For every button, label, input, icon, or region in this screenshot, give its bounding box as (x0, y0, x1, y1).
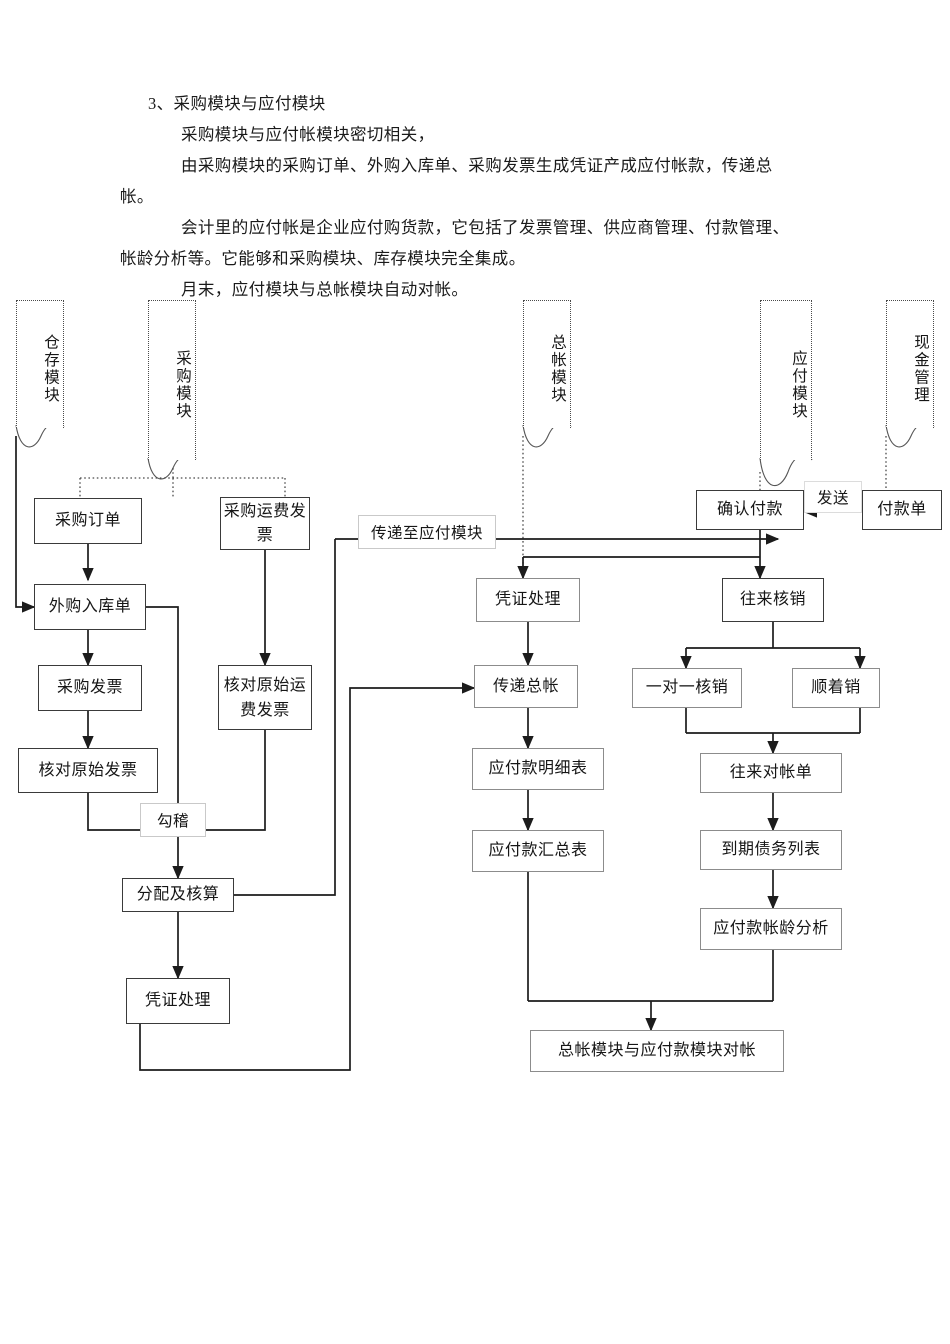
node-freight-invoice[interactable]: 采购运费发票 (220, 497, 310, 550)
node-check-orig-freight[interactable]: 核对原始运费发票 (218, 665, 312, 730)
edge-label-transfer-ap: 传递至应付模块 (358, 515, 496, 549)
lane-header-ledger: 总帐模块 (523, 300, 571, 428)
paragraph-1: 采购模块与应付帐模块密切相关， (181, 125, 435, 144)
node-payable-detail[interactable]: 应付款明细表 (472, 748, 604, 790)
node-aging-analysis[interactable]: 应付款帐龄分析 (700, 908, 842, 950)
node-statement[interactable]: 往来对帐单 (700, 753, 842, 793)
node-confirm-payment[interactable]: 确认付款 (696, 490, 804, 530)
node-check-orig-invoice[interactable]: 核对原始发票 (18, 748, 158, 793)
node-sequential[interactable]: 顺着销 (792, 668, 880, 708)
node-transfer-ledger[interactable]: 传递总帐 (474, 665, 578, 708)
lane-header-payable: 应付模块 (760, 300, 812, 460)
paragraph-3: 会计里的应付帐是企业应付购货款，它包括了发票管理、供应商管理、付款管理、 (181, 218, 790, 237)
node-ap-offset[interactable]: 往来核销 (722, 578, 824, 622)
node-allocate-account[interactable]: 分配及核算 (122, 878, 234, 912)
node-goods-receipt[interactable]: 外购入库单 (34, 584, 146, 630)
node-voucher-center[interactable]: 凭证处理 (476, 578, 580, 622)
lane-header-cash: 现金管理 (886, 300, 934, 428)
lane-header-purchase: 采购模块 (148, 300, 196, 460)
lane-header-inventory: 仓存模块 (16, 300, 64, 428)
node-one-to-one[interactable]: 一对一核销 (632, 668, 742, 708)
edge-label-send: 发送 (804, 481, 862, 513)
paragraph-2-cont: 帐。 (120, 187, 154, 206)
edge-label-tiecheck: 勾稽 (140, 803, 206, 837)
node-reconcile[interactable]: 总帐模块与应付款模块对帐 (530, 1030, 784, 1072)
section-heading: 3、采购模块与应付模块 (148, 94, 326, 113)
node-purchase-invoice[interactable]: 采购发票 (38, 665, 142, 711)
node-purchase-order[interactable]: 采购订单 (34, 498, 142, 544)
paragraph-2: 由采购模块的采购订单、外购入库单、采购发票生成凭证产成应付帐款，传递总 (181, 156, 773, 175)
node-payable-summary[interactable]: 应付款汇总表 (472, 830, 604, 872)
paragraph-4: 月末，应付模块与总帐模块自动对帐。 (181, 280, 469, 299)
node-payment-slip[interactable]: 付款单 (862, 490, 942, 530)
node-voucher-left[interactable]: 凭证处理 (126, 978, 230, 1024)
paragraph-3-cont: 帐龄分析等。它能够和采购模块、库存模块完全集成。 (120, 249, 526, 268)
node-due-debt-list[interactable]: 到期债务列表 (700, 830, 842, 870)
